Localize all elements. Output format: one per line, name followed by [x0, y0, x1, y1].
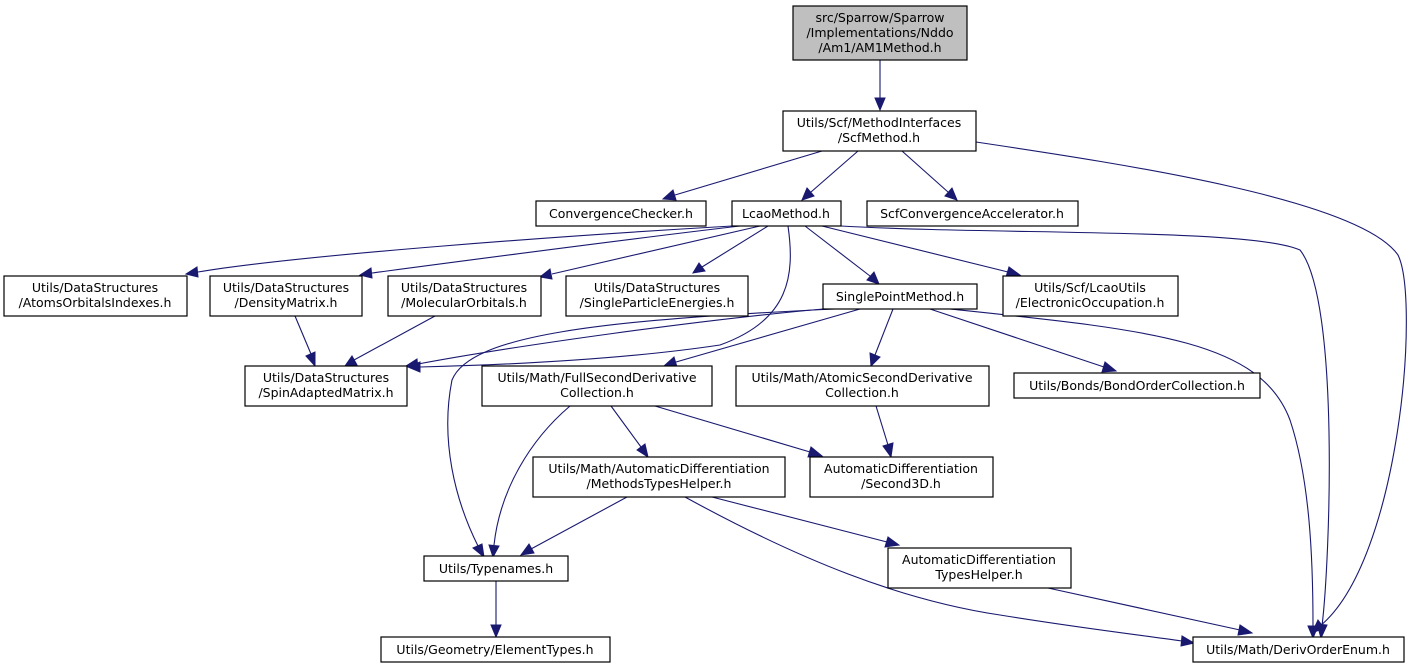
node-scfconvergenceaccelerator[interactable]: ScfConvergenceAccelerator.h — [866, 200, 1079, 227]
node-label-line: Utils/Scf/LcaoUtils — [1034, 280, 1146, 295]
node-singlepointmethod[interactable]: SinglePointMethod.h — [822, 283, 978, 310]
edge-lcao-to-singlepointmethod — [804, 225, 880, 285]
edge-lcao-to-singleparticleenergies — [692, 225, 769, 274]
node-label-line: Utils/Typenames.h — [439, 561, 553, 576]
node-automaticdifferentiationtypeshelper[interactable]: AutomaticDifferentiation TypesHelper.h — [887, 547, 1072, 589]
node-bondordercollection[interactable]: Utils/Bonds/BondOrderCollection.h — [1013, 372, 1261, 399]
edge-fullsecondderivative-to-methodstypeshelper — [610, 405, 649, 459]
edge-typenames-to-elementtypes — [490, 581, 502, 639]
node-label-line: /SingleParticleEnergies.h — [580, 295, 735, 310]
node-label-line: Collection.h — [560, 385, 634, 400]
node-label-line: ConvergenceChecker.h — [549, 206, 693, 221]
edge-fullsecondderivative-to-second3d — [654, 405, 824, 458]
edge-singlepointmethod-to-atomicsecondderivative — [869, 308, 894, 368]
node-spinadaptedmatrix[interactable]: Utils/DataStructures /SpinAdaptedMatrix.… — [244, 365, 408, 407]
node-label-line: ScfConvergenceAccelerator.h — [880, 206, 1064, 221]
node-label-line: LcaoMethod.h — [742, 206, 830, 221]
node-lcaomethod[interactable]: LcaoMethod.h — [731, 200, 842, 227]
node-second3d[interactable]: AutomaticDifferentiation /Second3D.h — [809, 456, 994, 498]
node-label-line: Utils/Math/AutomaticDifferentiation — [548, 461, 769, 476]
node-label-line: Utils/Scf/MethodInterfaces — [797, 115, 962, 130]
node-label-line: AutomaticDifferentiation — [902, 552, 1056, 567]
node-label-line: Utils/Bonds/BondOrderCollection.h — [1029, 378, 1245, 393]
edge-lcao-to-densitymatrix — [358, 225, 741, 279]
node-label-line: Utils/DataStructures — [263, 370, 389, 385]
node-label-line: /MolecularOrbitals.h — [401, 295, 527, 310]
node-label-line: Collection.h — [825, 385, 899, 400]
node-label-line: Utils/Math/AtomicSecondDerivative — [751, 370, 972, 385]
node-atomsorbitalsindexes[interactable]: Utils/DataStructures /AtomsOrbitalsIndex… — [3, 275, 188, 317]
edge-lcao-to-derivorderenum — [840, 225, 1330, 640]
node-label-line: src/Sparrow/Sparrow — [815, 10, 944, 25]
node-label-line: /SpinAdaptedMatrix.h — [258, 385, 393, 400]
node-fullsecondderivativecollection[interactable]: Utils/Math/FullSecondDerivative Collecti… — [481, 365, 713, 407]
node-molecularorbitals[interactable]: Utils/DataStructures /MolecularOrbitals.… — [387, 275, 542, 317]
node-label-line: TypesHelper.h — [934, 567, 1022, 582]
edge-singlepointmethod-to-bondordercollection — [929, 308, 1118, 373]
node-label-line: Utils/DataStructures — [223, 280, 349, 295]
node-am1method[interactable]: src/Sparrow/Sparrow /Implementations/Ndd… — [792, 5, 968, 61]
node-label-line: SinglePointMethod.h — [836, 289, 964, 304]
node-label-line: /AtomsOrbitalsIndexes.h — [19, 295, 172, 310]
node-derivorderenum[interactable]: Utils/Math/DerivOrderEnum.h — [1192, 636, 1405, 663]
edge-singlepointmethod-to-typenames — [447, 308, 836, 559]
node-label-line: /ElectronicOccupation.h — [1016, 295, 1165, 310]
node-singleparticleenergies[interactable]: Utils/DataStructures /SingleParticleEner… — [565, 275, 749, 317]
node-densitymatrix[interactable]: Utils/DataStructures /DensityMatrix.h — [209, 275, 363, 317]
edge-automaticdifferentiationtypeshelper-to-derivorderenum — [1047, 587, 1254, 636]
node-convergencechecker[interactable]: ConvergenceChecker.h — [535, 200, 707, 227]
node-label-line: Utils/Geometry/ElementTypes.h — [396, 642, 593, 657]
edges — [184, 60, 1407, 647]
edge-lcao-to-atomsorbitalsindexes — [184, 225, 733, 278]
node-label-line: Utils/Math/DerivOrderEnum.h — [1206, 642, 1390, 657]
node-label-line: Utils/DataStructures — [32, 280, 158, 295]
edge-singlepointmethod-to-derivorderenum — [949, 308, 1319, 640]
edge-fullsecondderivative-to-typenames — [488, 405, 571, 559]
edge-scfmethod-to-scfconvergenceaccelerator — [901, 150, 958, 201]
node-label-line: /Am1/AM1Method.h — [818, 40, 941, 55]
edge-methodstypeshelper-to-derivorderenum — [684, 496, 1196, 647]
node-atomicsecondderivativecollection[interactable]: Utils/Math/AtomicSecondDerivative Collec… — [735, 365, 990, 407]
node-label-line: /Implementations/Nddo — [806, 25, 953, 40]
node-label-line: Utils/Math/FullSecondDerivative — [497, 370, 696, 385]
node-methodstypeshelper[interactable]: Utils/Math/AutomaticDifferentiation /Met… — [532, 456, 786, 498]
edge-methodstypeshelper-to-typenames — [519, 496, 628, 556]
edge-methodstypeshelper-to-automaticdifferentiationtypeshelper — [711, 496, 901, 548]
edge-scfmethod-to-convergencechecker — [661, 150, 823, 201]
node-label-line: Utils/DataStructures — [594, 280, 720, 295]
node-label-line: /MethodsTypesHelper.h — [587, 476, 732, 491]
node-elementtypes[interactable]: Utils/Geometry/ElementTypes.h — [380, 636, 611, 663]
edge-singlepointmethod-to-spinadaptedmatrix — [404, 308, 824, 370]
edge-molecularorbitals-to-spinadaptedmatrix — [343, 315, 436, 367]
node-scfmethod[interactable]: Utils/Scf/MethodInterfaces /ScfMethod.h — [782, 110, 977, 152]
edge-atomicsecondderivative-to-second3d — [875, 405, 894, 459]
edge-densitymatrix-to-spinadaptedmatrix — [294, 315, 316, 368]
edge-lcao-to-electronicoccupation — [821, 225, 1022, 278]
nodes: src/Sparrow/Sparrow /Implementations/Ndd… — [3, 5, 1405, 663]
node-label-line: AutomaticDifferentiation — [824, 461, 978, 476]
node-electronicoccupation[interactable]: Utils/Scf/LcaoUtils /ElectronicOccupatio… — [1002, 275, 1179, 317]
edge-lcao-to-molecularorbitals — [538, 225, 761, 280]
node-label-line: /DensityMatrix.h — [235, 295, 338, 310]
node-typenames[interactable]: Utils/Typenames.h — [423, 555, 569, 582]
node-label-line: /Second3D.h — [861, 476, 941, 491]
edge-am1-to-scfmethod — [874, 60, 886, 112]
edge-scfmethod-to-lcaomethod — [801, 150, 859, 201]
node-label-line: /ScfMethod.h — [838, 130, 920, 145]
node-label-line: Utils/DataStructures — [401, 280, 527, 295]
